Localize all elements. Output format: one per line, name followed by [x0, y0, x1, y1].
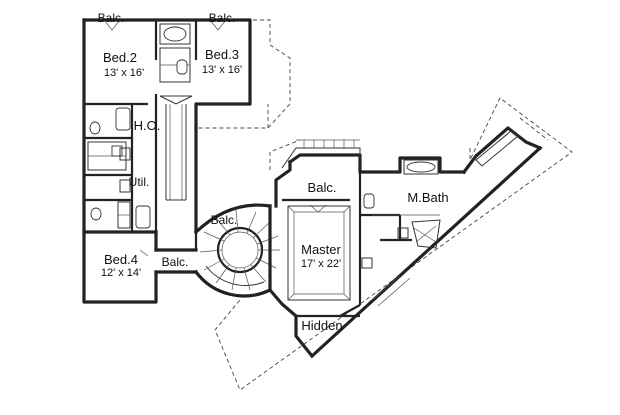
- label-balc-master: Balc.: [308, 180, 337, 195]
- closet-diagonals: [371, 219, 441, 307]
- label-master-name: Master: [301, 242, 341, 257]
- upper-bath: [159, 23, 191, 83]
- master-walls: [268, 126, 543, 359]
- label-balc-left: Balc.: [162, 255, 189, 269]
- spiral-stair: [193, 203, 280, 298]
- label-mbath: M.Bath: [407, 190, 448, 205]
- label-balc-stair: Balc.: [211, 213, 238, 227]
- master-tray-ceiling: [287, 205, 351, 301]
- left-wing-walls: [82, 18, 252, 304]
- stair-connector: [154, 232, 198, 274]
- mbath-fixtures: [361, 129, 519, 269]
- label-hidden: Hidden: [301, 318, 342, 333]
- label-util: Util.: [129, 175, 150, 189]
- label-ho: H.O.: [134, 118, 161, 133]
- label-master-size: 17' x 22': [301, 258, 341, 270]
- label-bed2-size: 13' x 16': [104, 67, 144, 79]
- label-bed4-size: 12' x 14': [101, 267, 141, 279]
- master-balcony-rail: [281, 139, 361, 169]
- label-bed2-name: Bed.2: [103, 50, 137, 65]
- central-hall: [159, 95, 193, 201]
- label-balc-top-right: Balc.: [209, 11, 236, 25]
- room-labels: Balc. Balc. Bed.2 13' x 16' Bed.3 13' x …: [98, 11, 449, 333]
- label-balc-top-left: Balc.: [98, 11, 125, 25]
- label-bed4-name: Bed.4: [104, 252, 138, 267]
- left-baths: [87, 107, 151, 229]
- roof-outline-dashed: [196, 19, 573, 391]
- label-bed3-size: 13' x 16': [202, 64, 242, 76]
- label-bed3-name: Bed.3: [205, 47, 239, 62]
